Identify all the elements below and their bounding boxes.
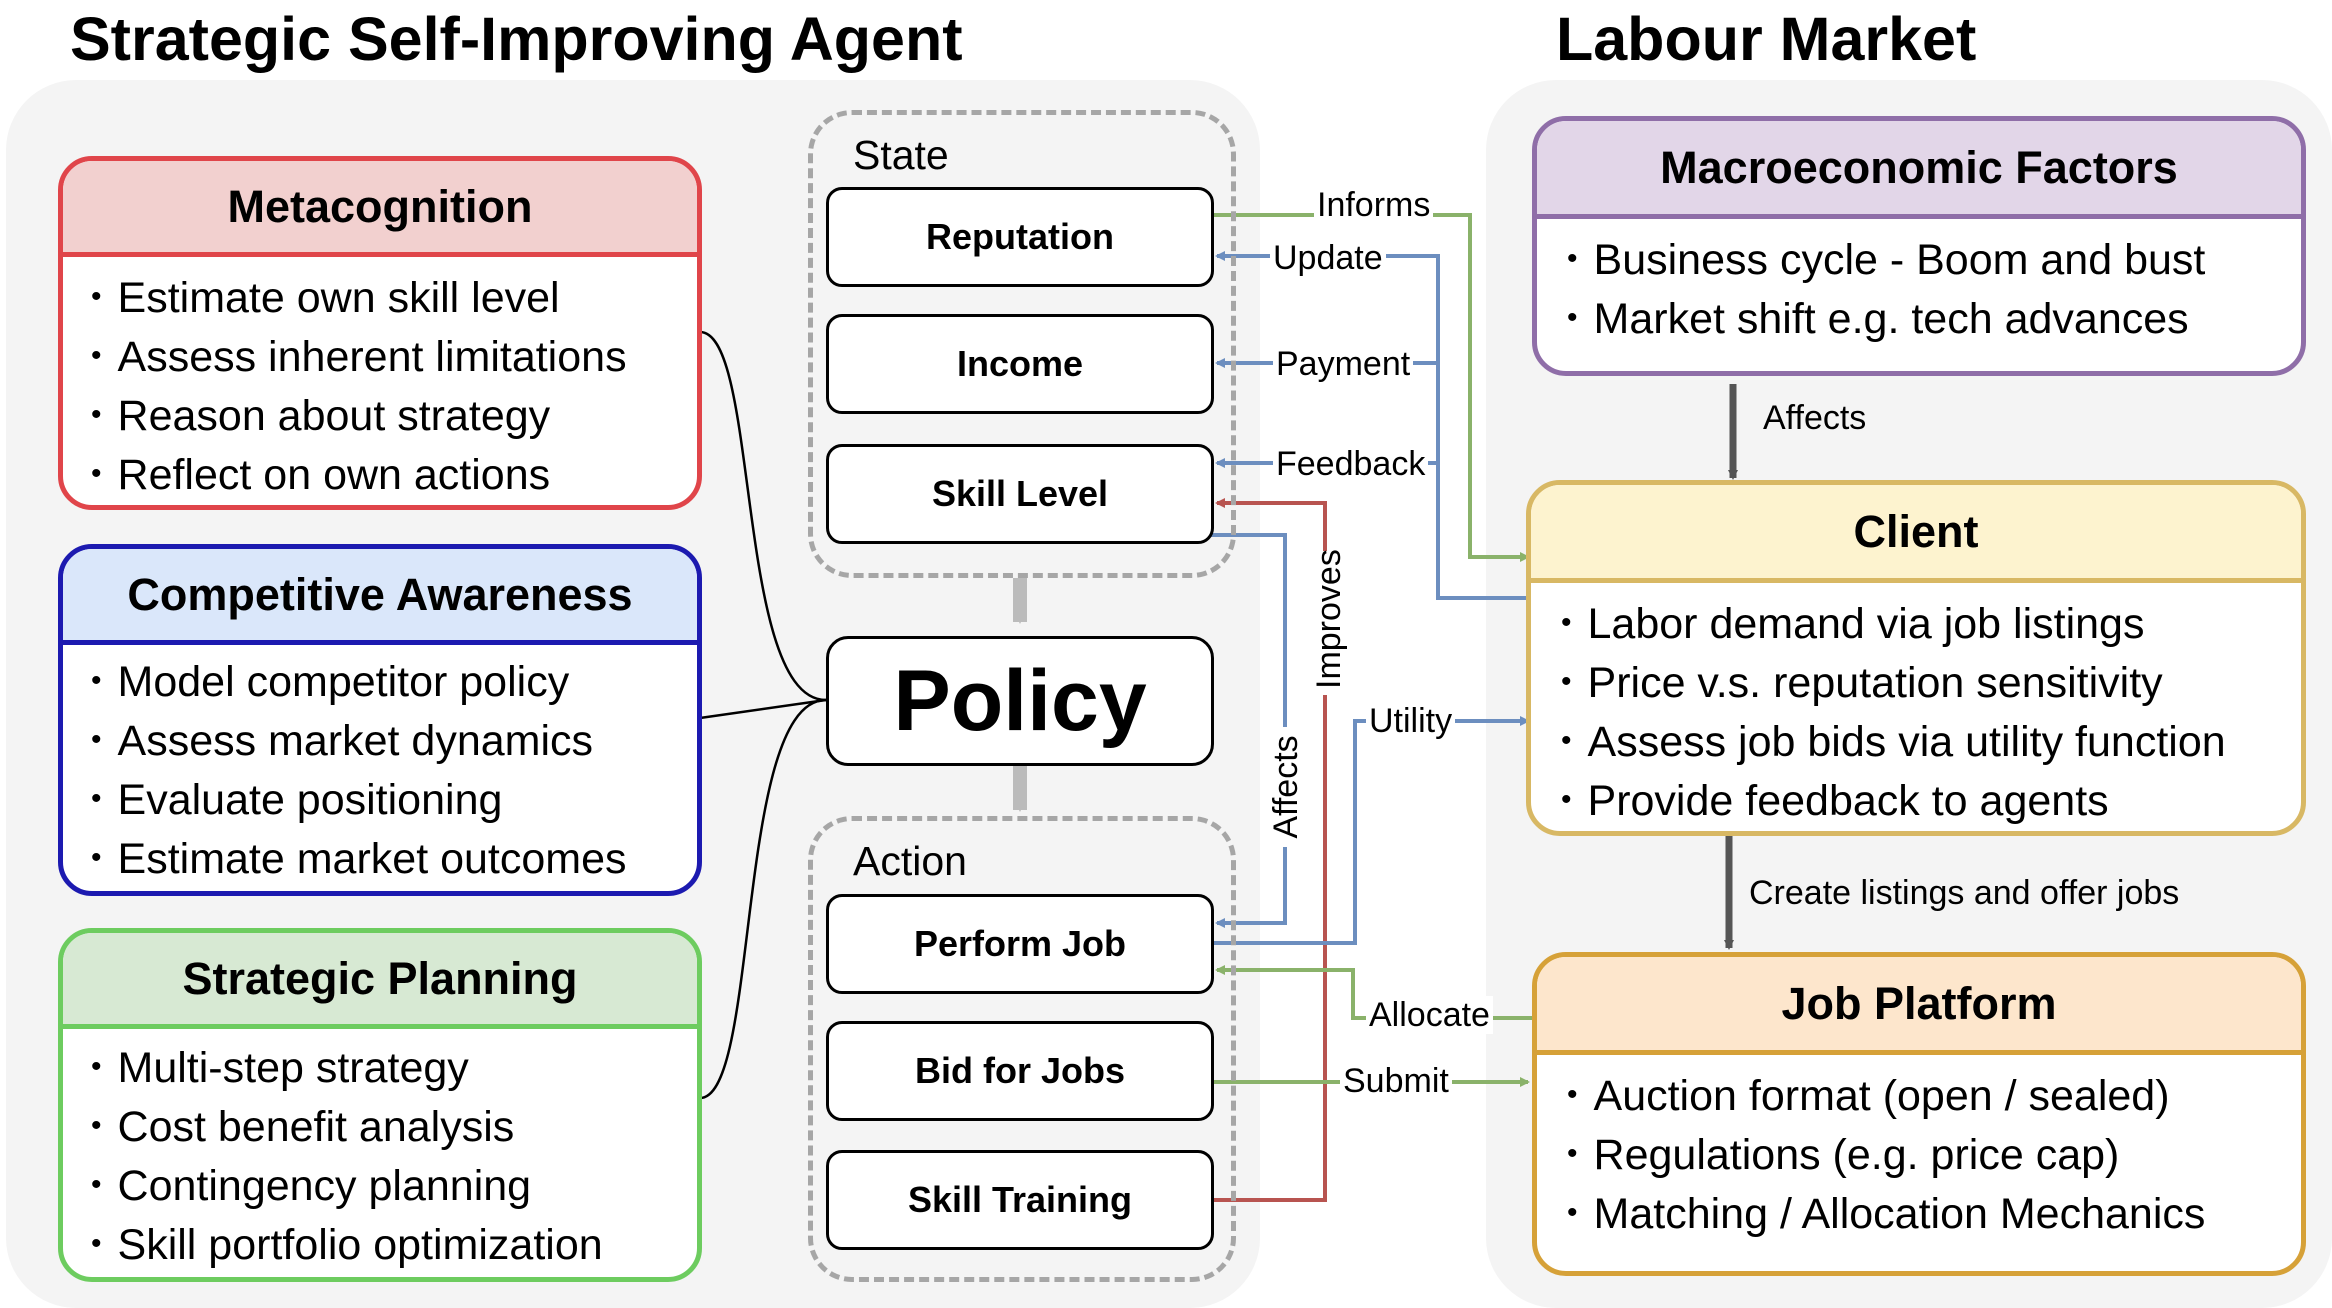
list-item: Evaluate positioning xyxy=(91,773,697,832)
list-item: Skill portfolio optimization xyxy=(91,1218,697,1277)
list-item: Estimate own skill level xyxy=(91,271,697,330)
list-item: Provide feedback to agents xyxy=(1561,774,2301,831)
meta-to-policy-connector xyxy=(699,330,827,702)
macro-affects-label: Affects xyxy=(1763,399,1867,437)
update-label: Update xyxy=(1270,239,1386,277)
state-group xyxy=(808,110,1236,578)
reputation-node: Reputation xyxy=(826,187,1214,287)
client-title: Client xyxy=(1531,485,2301,583)
job-platform-card: Job Platform Auction format (open / seal… xyxy=(1532,952,2306,1276)
submit-label: Submit xyxy=(1340,1062,1452,1100)
list-item: Estimate market outcomes xyxy=(91,832,697,891)
feedback-label: Feedback xyxy=(1273,445,1429,483)
strategic-planning-list: Multi-step strategy Cost benefit analysi… xyxy=(63,1029,697,1277)
job-platform-title: Job Platform xyxy=(1537,957,2301,1055)
create-listings-label: Create listings and offer jobs xyxy=(1749,874,2180,912)
informs-label: Informs xyxy=(1314,186,1434,224)
list-item: Multi-step strategy xyxy=(91,1041,697,1100)
list-item: Contingency planning xyxy=(91,1159,697,1218)
action-group xyxy=(808,816,1236,1282)
job-platform-list: Auction format (open / sealed) Regulatio… xyxy=(1537,1055,2301,1246)
list-item: Price v.s. reputation sensitivity xyxy=(1561,656,2301,715)
list-item: Assess market dynamics xyxy=(91,714,697,773)
list-item: Reflect on own actions xyxy=(91,448,697,505)
plan-to-policy-connector xyxy=(699,698,827,1100)
perform-job-node: Perform Job xyxy=(826,894,1214,994)
metacognition-list: Estimate own skill level Assess inherent… xyxy=(63,257,697,505)
list-item: Business cycle - Boom and bust xyxy=(1567,233,2301,292)
list-item: Market shift e.g. tech advances xyxy=(1567,292,2301,351)
utility-edge xyxy=(1211,716,1530,945)
update-edge xyxy=(1215,251,1528,600)
strategic-planning-title: Strategic Planning xyxy=(63,933,697,1029)
policy-node: Policy xyxy=(826,636,1214,766)
macroeconomic-factors-title: Macroeconomic Factors xyxy=(1537,121,2301,219)
macroeconomic-factors-list: Business cycle - Boom and bust Market sh… xyxy=(1537,219,2301,351)
list-item: Model competitor policy xyxy=(91,655,697,714)
macroeconomic-factors-card: Macroeconomic Factors Business cycle - B… xyxy=(1532,116,2306,376)
comp-to-policy-connector xyxy=(699,698,827,720)
affects-vertical-label: Affects xyxy=(1267,727,1305,847)
competitive-awareness-list: Model competitor policy Assess market dy… xyxy=(63,645,697,891)
list-item: Regulations (e.g. price cap) xyxy=(1567,1128,2301,1187)
state-group-title: State xyxy=(853,132,949,178)
bid-for-jobs-node: Bid for Jobs xyxy=(826,1021,1214,1121)
client-card: Client Labor demand via job listings Pri… xyxy=(1526,480,2306,836)
skill-training-node: Skill Training xyxy=(826,1150,1214,1250)
allocate-label: Allocate xyxy=(1366,996,1493,1034)
client-list: Labor demand via job listings Price v.s.… xyxy=(1531,583,2301,831)
list-item: Matching / Allocation Mechanics xyxy=(1567,1187,2301,1246)
payment-label: Payment xyxy=(1273,345,1414,383)
competitive-awareness-title: Competitive Awareness xyxy=(63,549,697,645)
metacognition-card: Metacognition Estimate own skill level A… xyxy=(58,156,702,510)
utility-label: Utility xyxy=(1366,702,1456,740)
market-heading: Labour Market xyxy=(1556,5,1977,73)
list-item: Cost benefit analysis xyxy=(91,1100,697,1159)
skill-level-node: Skill Level xyxy=(826,444,1214,544)
income-node: Income xyxy=(826,314,1214,414)
metacognition-title: Metacognition xyxy=(63,161,697,257)
improves-label: Improves xyxy=(1310,549,1348,695)
list-item: Auction format (open / sealed) xyxy=(1567,1069,2301,1128)
list-item: Reason about strategy xyxy=(91,389,697,448)
list-item: Assess inherent limitations xyxy=(91,330,697,389)
competitive-awareness-card: Competitive Awareness Model competitor p… xyxy=(58,544,702,896)
improves-edge xyxy=(1211,498,1327,1202)
strategic-planning-card: Strategic Planning Multi-step strategy C… xyxy=(58,928,702,1282)
list-item: Labor demand via job listings xyxy=(1561,597,2301,656)
action-group-title: Action xyxy=(853,838,967,884)
list-item: Assess job bids via utility function xyxy=(1561,715,2301,774)
agent-heading: Strategic Self-Improving Agent xyxy=(70,5,963,73)
